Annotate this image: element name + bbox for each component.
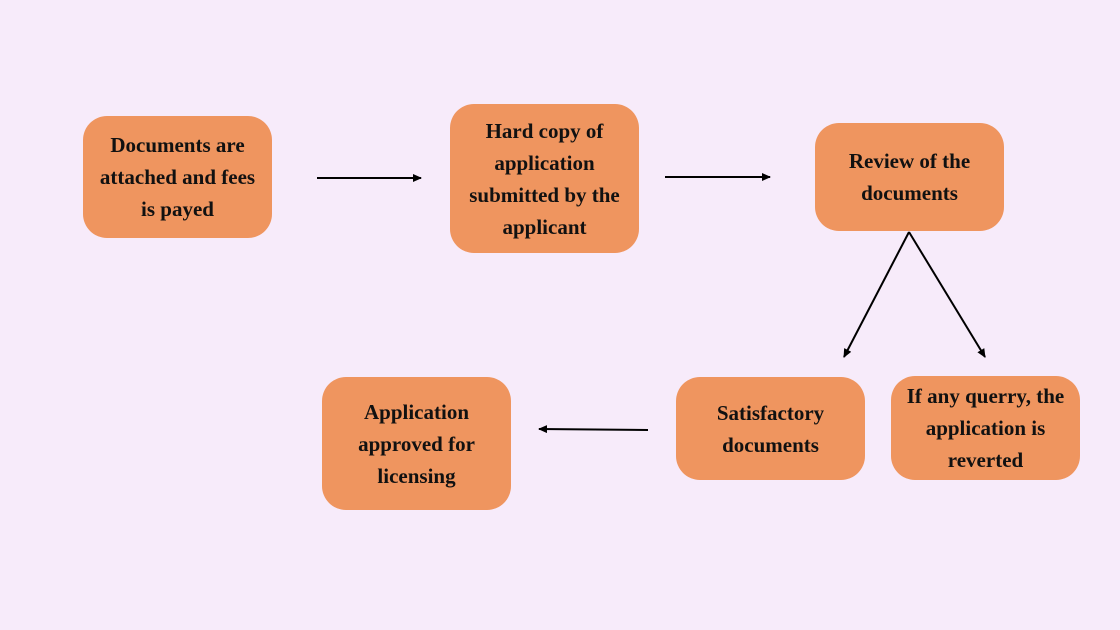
arrow-review-to-query-reverted bbox=[908, 231, 986, 358]
node-review-documents: Review of the documents bbox=[815, 123, 1004, 231]
node-query-reverted-label: If any querry, the application is revert… bbox=[906, 384, 1065, 472]
node-satisfactory-documents: Satisfactory documents bbox=[676, 377, 865, 480]
node-documents-attached: Documents are attached and fees is payed bbox=[83, 116, 272, 238]
node-application-approved-label: Application approved for licensing bbox=[358, 399, 475, 488]
node-hard-copy-submitted: Hard copy of application submitted by th… bbox=[450, 104, 639, 253]
node-application-approved: Application approved for licensing bbox=[322, 377, 511, 510]
node-review-documents-label: Review of the documents bbox=[848, 149, 971, 205]
node-satisfactory-documents-label: Satisfactory documents bbox=[716, 400, 825, 457]
node-query-reverted: If any querry, the application is revert… bbox=[891, 376, 1080, 480]
node-documents-attached-label: Documents are attached and fees is payed bbox=[99, 133, 256, 221]
node-hard-copy-submitted-label: Hard copy of application submitted by th… bbox=[469, 118, 620, 239]
arrow-satisfactory-to-approved bbox=[538, 425, 649, 434]
arrow-review-to-satisfactory bbox=[843, 231, 910, 358]
